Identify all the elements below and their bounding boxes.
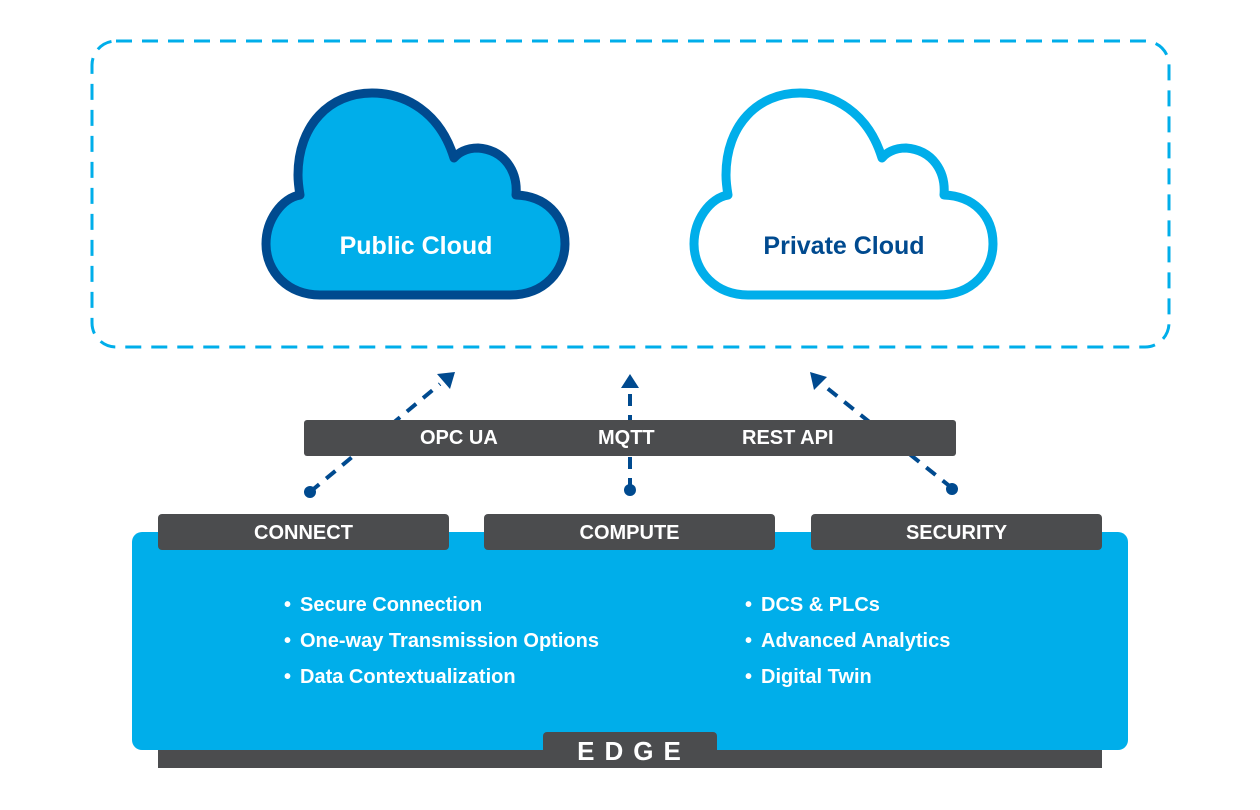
private-cloud-icon [689, 88, 998, 300]
connector-right-origin-dot [946, 483, 958, 495]
public-cloud-icon [261, 88, 570, 300]
connector-left-arrowhead-icon [437, 372, 455, 389]
tab-compute: COMPUTE [484, 514, 775, 550]
feature-item: Advanced Analytics [745, 623, 950, 659]
public-cloud-label: Public Cloud [339, 232, 493, 260]
feature-item: Secure Connection [284, 587, 599, 623]
connector-center-origin-dot [624, 484, 636, 496]
feature-item: Digital Twin [745, 659, 950, 695]
protocol-bar: OPC UA MQTT REST API [304, 420, 956, 456]
feature-item: DCS & PLCs [745, 587, 950, 623]
private-cloud-label: Private Cloud [763, 232, 925, 260]
feature-item: One-way Transmission Options [284, 623, 599, 659]
protocol-opc-ua: OPC UA [420, 427, 498, 449]
feature-item: Data Contextualization [284, 659, 599, 695]
protocol-rest-api: REST API [742, 427, 834, 449]
connect-feature-list: Secure Connection One-way Transmission O… [284, 587, 599, 695]
connector-left-origin-dot [304, 486, 316, 498]
protocol-mqtt: MQTT [598, 427, 655, 449]
connector-right-arrowhead-icon [810, 372, 827, 390]
tab-security: SECURITY [811, 514, 1102, 550]
compute-feature-list: DCS & PLCs Advanced Analytics Digital Tw… [745, 587, 950, 695]
edge-label: EDGE [543, 732, 717, 768]
connector-center-arrowhead-icon [621, 374, 639, 388]
tab-connect: CONNECT [158, 514, 449, 550]
connector-right-line [820, 382, 954, 490]
edge-panel [132, 532, 1128, 750]
cloud-zone-frame [90, 39, 1171, 349]
